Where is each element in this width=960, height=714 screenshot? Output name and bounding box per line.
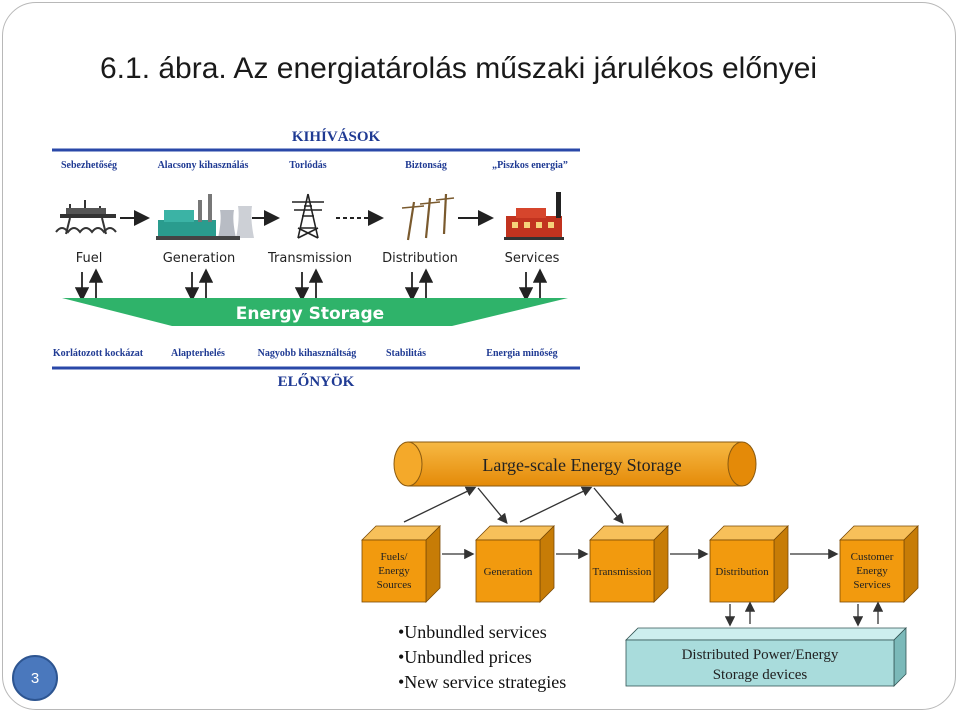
challenge-label: Sebezhetőség <box>61 160 117 171</box>
challenges-benefits-diagram: KIHÍVÁSOK Sebezhetőség Alacsony kihaszná… <box>40 122 588 397</box>
slide-title: 6.1. ábra. Az energiatárolás műszaki jár… <box>100 52 818 85</box>
stage-label: Distribution <box>382 251 458 266</box>
bullet-item: •New service strategies <box>398 672 566 692</box>
box-label: Fuels/ <box>381 551 409 563</box>
distributed-storage-box: Distributed Power/Energy Storage devices <box>625 627 907 687</box>
benefit-label: Alapterhelés <box>171 348 225 359</box>
challenge-label: Alacsony kihasználás <box>158 160 249 171</box>
benefit-label: Nagyobb kihasználtság <box>258 348 357 359</box>
bullet-item: •Unbundled services <box>398 622 547 642</box>
challenges-benefits-svg: KIHÍVÁSOK Sebezhetőség Alacsony kihaszná… <box>52 128 580 390</box>
stage-label: Transmission <box>267 251 352 266</box>
slide-number-badge: 3 <box>12 655 58 701</box>
energy-storage-chain-diagram: Large-scale Energy Storage Fuels/ Energy… <box>358 434 926 692</box>
storage-arrows <box>74 268 548 302</box>
transmission-tower-icon <box>292 193 324 239</box>
distributed-label: Distributed Power/Energy <box>682 647 839 663</box>
box-label: Transmission <box>593 566 652 578</box>
stage-label: Generation <box>163 251 236 266</box>
chain-box-customer: Customer Energy Services <box>839 525 919 603</box>
oil-rig-icon <box>55 200 117 235</box>
benefit-label: Stabilitás <box>386 348 426 359</box>
chain-box-fuels: Fuels/ Energy Sources <box>361 525 441 603</box>
chain-box-distribution: Distribution <box>709 525 789 603</box>
cylinder-label: Large-scale Energy Storage <box>482 455 681 475</box>
bullet-item: •Unbundled prices <box>398 647 532 667</box>
large-scale-storage-cylinder: Large-scale Energy Storage <box>393 441 757 487</box>
benefit-label: Korlátozott kockázat <box>53 348 144 359</box>
box-label: Distribution <box>715 566 769 578</box>
distributed-arrows <box>724 601 884 627</box>
box-label: Customer <box>851 551 894 563</box>
distributed-label: Storage devices <box>713 667 808 683</box>
box-label: Energy <box>378 565 410 577</box>
challenges-header: KIHÍVÁSOK <box>292 128 381 145</box>
box-label: Sources <box>377 579 412 591</box>
benefit-label: Energia minőség <box>486 348 557 359</box>
chain-box-transmission: Transmission <box>589 525 669 603</box>
energy-storage-band <box>62 298 568 326</box>
challenge-label: Biztonság <box>405 160 447 171</box>
energy-storage-label: Energy Storage <box>236 304 384 324</box>
challenge-label: Torlódás <box>289 160 327 171</box>
energy-storage-chain-svg: Large-scale Energy Storage Fuels/ Energy… <box>361 441 919 692</box>
stage-label: Services <box>505 251 560 266</box>
power-plant-icon <box>156 194 254 240</box>
cylinder-arrows <box>403 486 624 525</box>
benefits-footer: ELŐNYÖK <box>278 373 355 390</box>
box-label: Services <box>853 579 890 591</box>
factory-icon <box>504 192 564 240</box>
distribution-poles-icon <box>401 193 455 241</box>
challenge-label: „Piszkos energia” <box>492 160 568 171</box>
box-label: Energy <box>856 565 888 577</box>
chain-box-generation: Generation <box>475 525 555 603</box>
box-label: Generation <box>484 566 533 578</box>
stage-label: Fuel <box>76 251 103 266</box>
